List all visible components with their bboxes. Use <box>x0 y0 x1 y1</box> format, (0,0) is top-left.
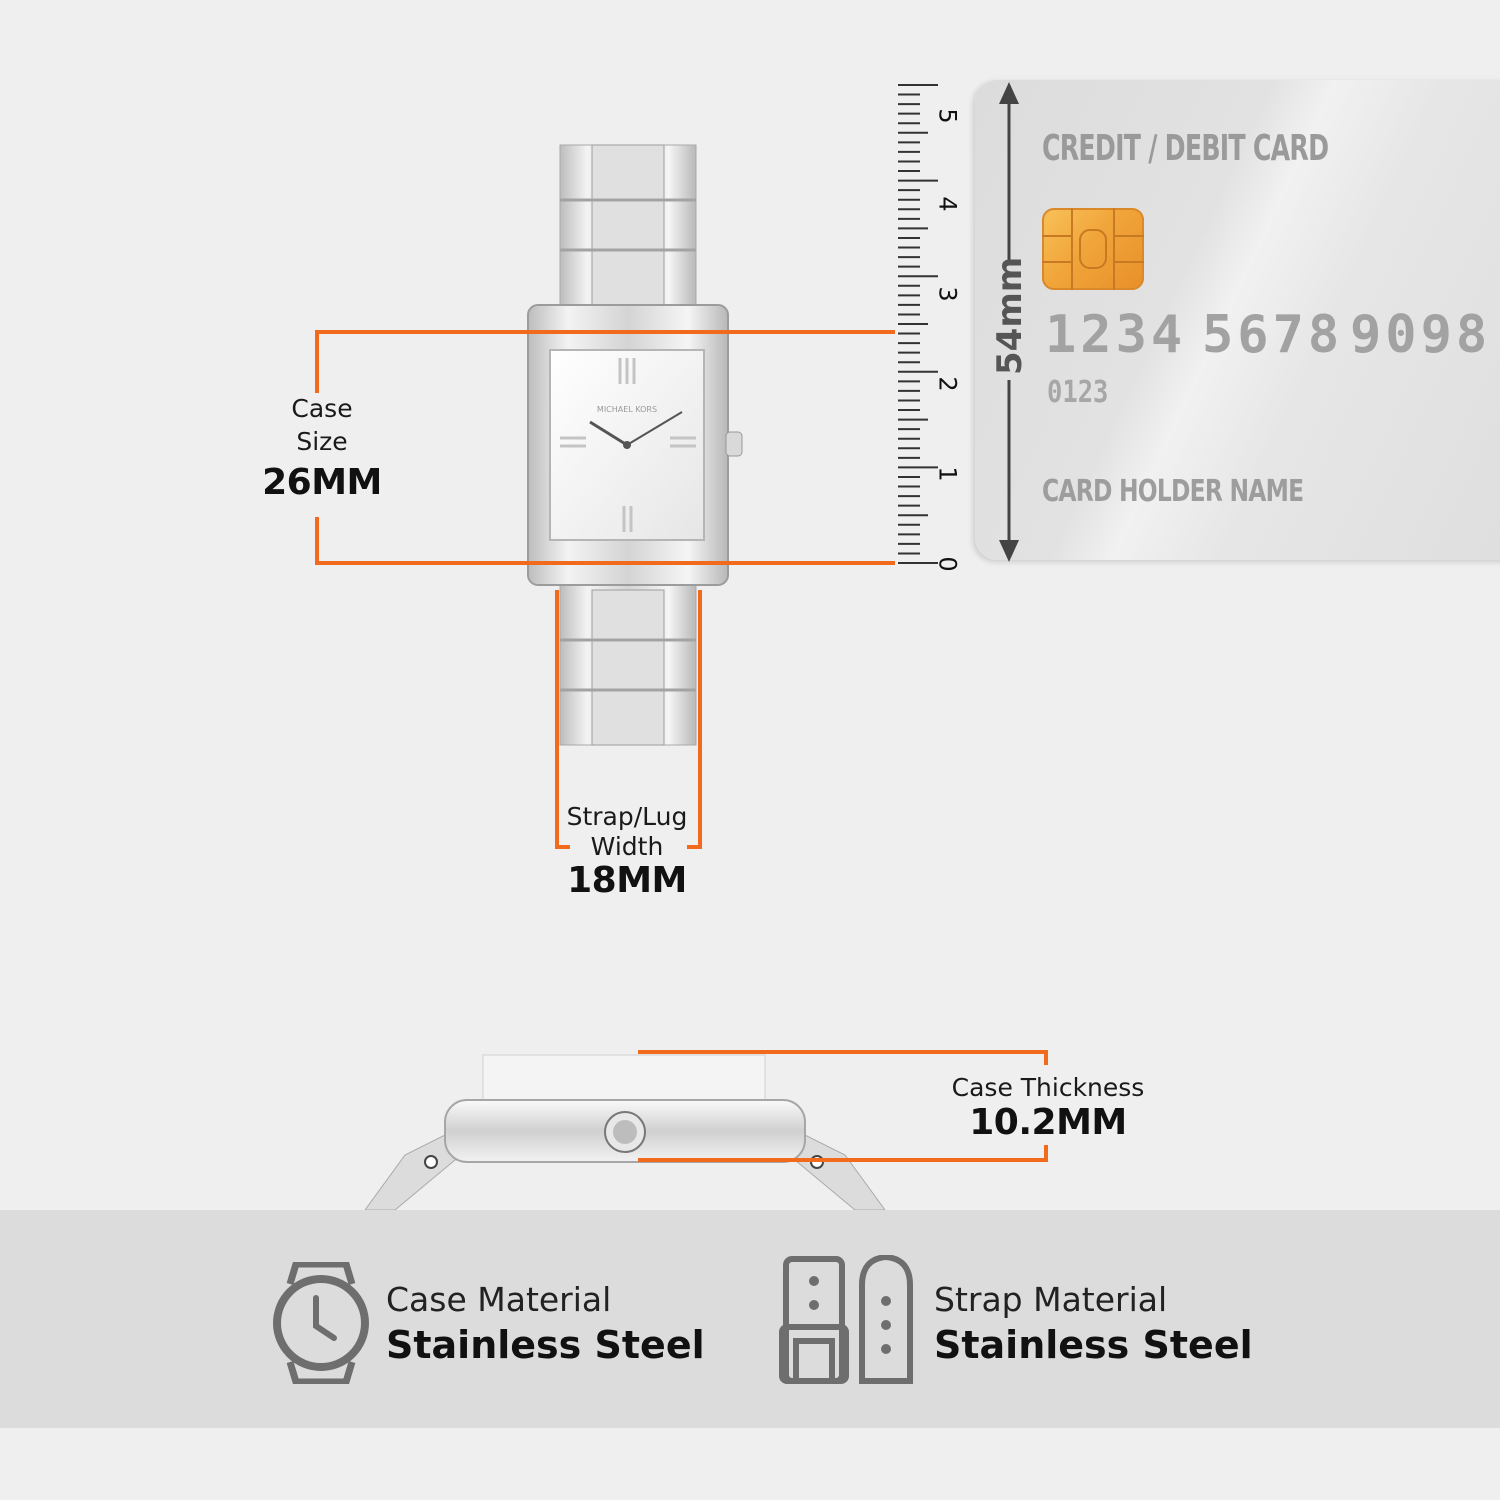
ruler-label-0: 0 <box>933 556 962 572</box>
card-height-label: 54mm <box>990 256 1030 375</box>
strap-width-bracket <box>555 590 702 849</box>
credit-card <box>975 80 1500 560</box>
case-thickness-value: 10.2MM <box>969 1102 1127 1143</box>
card-height-arrow <box>999 82 1019 562</box>
watch-brand-text: MICHAEL KORS <box>597 405 657 414</box>
case-material-label: Case Material <box>386 1280 612 1319</box>
strap-width-value: 18MM <box>567 860 687 901</box>
strap-icon <box>779 1255 913 1384</box>
chip-icon <box>1042 208 1144 290</box>
case-size-label: Case Size <box>222 392 422 458</box>
watch-icon <box>273 1262 369 1384</box>
case-thickness-label: Case Thickness <box>951 1073 1145 1102</box>
case-size-label-line2: Size <box>296 427 348 456</box>
card-number-group-1: 1234 <box>1045 305 1187 365</box>
watch-side-image <box>365 1054 885 1211</box>
case-size-bracket <box>315 330 895 565</box>
case-material-value: Stainless Steel <box>386 1323 705 1367</box>
strap-material-label: Strap Material <box>934 1280 1168 1319</box>
ruler-label-5: 5 <box>933 108 962 124</box>
ruler-label-4: 4 <box>933 196 962 212</box>
case-thickness-bracket <box>638 1050 1048 1162</box>
card-number-group-2: 5678 <box>1202 305 1344 365</box>
watch-front-image: MICHAEL KORS <box>527 144 743 746</box>
case-size-value: 26MM <box>262 462 382 503</box>
ruler-label-1: 1 <box>933 466 962 482</box>
ruler-label-2: 2 <box>933 376 962 392</box>
ruler <box>898 84 938 564</box>
card-small-number: 0123 <box>1047 375 1109 410</box>
strap-width-label: Strap/Lug Width <box>527 802 727 862</box>
ruler-labels: 0 1 2 3 4 5 <box>934 75 978 575</box>
card-number-group-3: 9098 <box>1350 305 1492 365</box>
ruler-label-3: 3 <box>933 286 962 302</box>
card-holder-name: CARD HOLDER NAME <box>1042 474 1304 509</box>
strap-width-label-line1: Strap/Lug <box>566 802 688 831</box>
card-title: CREDIT / DEBIT CARD <box>1042 128 1329 169</box>
strap-material-value: Stainless Steel <box>934 1323 1253 1367</box>
case-size-label-line1: Case <box>291 394 353 423</box>
strap-width-label-line2: Width <box>590 832 664 861</box>
materials-band <box>0 1210 1500 1428</box>
